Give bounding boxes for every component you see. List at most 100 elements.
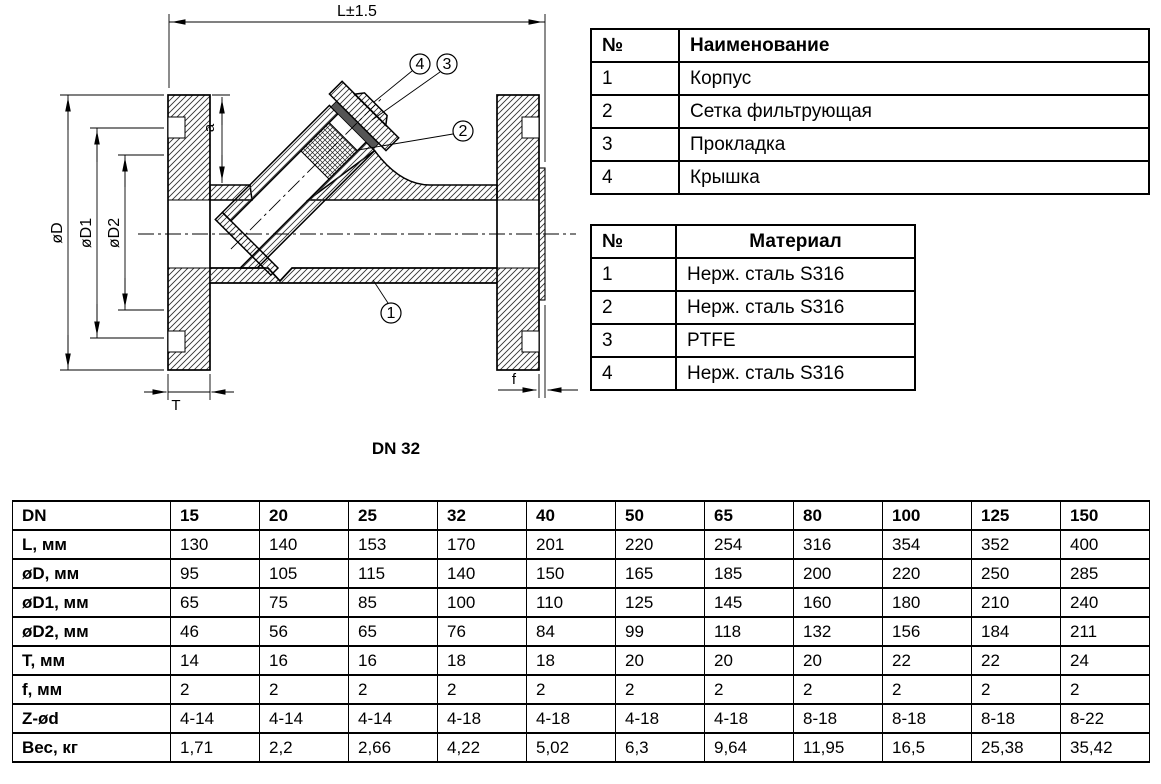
value-cell: 8-18 — [971, 703, 1061, 734]
dim-label-D: øD — [49, 222, 66, 243]
value-cell: 110 — [526, 587, 616, 618]
value-cell: 8-18 — [793, 703, 883, 734]
value-cell: 2 — [1060, 674, 1150, 705]
dimension-D: øD — [49, 94, 164, 371]
value-cell: 99 — [615, 616, 705, 647]
technical-drawing: L±1.5 øD øD1 øD2 — [49, 3, 578, 414]
value-cell: Сетка фильтрующая — [678, 94, 1150, 129]
value-cell: 16,5 — [882, 732, 972, 763]
value-cell: 165 — [615, 558, 705, 589]
value-cell: 20 — [704, 645, 794, 676]
branch-centerline — [230, 96, 384, 250]
value-cell: 180 — [882, 587, 972, 618]
bolt-hole — [521, 116, 540, 139]
value-cell: 4-18 — [615, 703, 705, 734]
value-cell: 65 — [348, 616, 438, 647]
value-cell: 5,02 — [526, 732, 616, 763]
value-cell: 140 — [259, 529, 349, 560]
value-cell: Крышка — [678, 160, 1150, 195]
value-cell: 16 — [348, 645, 438, 676]
value-cell: 4-18 — [437, 703, 527, 734]
dimension-D2: øD2 — [106, 154, 164, 311]
value-cell: 8-22 — [1060, 703, 1150, 734]
bolt-hole — [167, 330, 186, 353]
value-cell: 2 — [437, 674, 527, 705]
column-header: Материал — [675, 224, 916, 259]
value-cell: 9,64 — [704, 732, 794, 763]
value-cell: 4-14 — [170, 703, 260, 734]
value-cell: 6,3 — [615, 732, 705, 763]
value-cell: 400 — [1060, 529, 1150, 560]
row-label-cell: f, мм — [12, 674, 171, 705]
value-cell: 254 — [704, 529, 794, 560]
column-header: 65 — [704, 500, 794, 531]
column-header: 20 — [259, 500, 349, 531]
value-cell: 4-14 — [348, 703, 438, 734]
value-cell: 145 — [704, 587, 794, 618]
dimension-D1: øD1 — [78, 127, 164, 339]
value-cell: 2,2 — [259, 732, 349, 763]
row-label-cell: 3 — [590, 127, 680, 162]
value-cell: 95 — [170, 558, 260, 589]
dim-label-L: L±1.5 — [337, 3, 377, 20]
value-cell: 84 — [526, 616, 616, 647]
dim-label-T: T — [171, 397, 180, 414]
value-cell: 4-18 — [526, 703, 616, 734]
value-cell: 2 — [793, 674, 883, 705]
value-cell: PTFE — [675, 323, 916, 358]
value-cell: 2 — [348, 674, 438, 705]
column-header: 125 — [971, 500, 1061, 531]
value-cell: 316 — [793, 529, 883, 560]
row-label-cell: 2 — [590, 94, 680, 129]
value-cell: 2,66 — [348, 732, 438, 763]
drawing-caption: DN 32 — [371, 439, 421, 458]
callout-2: 2 — [357, 120, 474, 151]
value-cell: 184 — [971, 616, 1061, 647]
value-cell: 22 — [882, 645, 972, 676]
dim-label-D2: øD2 — [106, 218, 123, 248]
strainer-body — [209, 104, 498, 284]
bolt-hole — [521, 330, 540, 353]
value-cell: 8-18 — [882, 703, 972, 734]
value-cell: 100 — [437, 587, 527, 618]
value-cell: 46 — [170, 616, 260, 647]
value-cell: 185 — [704, 558, 794, 589]
bolt-hole — [167, 116, 186, 139]
value-cell: 11,95 — [793, 732, 883, 763]
svg-text:3: 3 — [443, 56, 452, 73]
value-cell: 160 — [793, 587, 883, 618]
value-cell: 105 — [259, 558, 349, 589]
row-label-cell: øD1, мм — [12, 587, 171, 618]
row-label-cell: 4 — [590, 160, 680, 195]
value-cell: 285 — [1060, 558, 1150, 589]
dimension-a: a — [201, 94, 230, 183]
svg-text:1: 1 — [387, 305, 396, 322]
column-header: 50 — [615, 500, 705, 531]
value-cell: 200 — [793, 558, 883, 589]
value-cell: Нерж. сталь S316 — [675, 356, 916, 391]
value-cell: Прокладка — [678, 127, 1150, 162]
value-cell: 132 — [793, 616, 883, 647]
value-cell: Нерж. сталь S316 — [675, 290, 916, 325]
value-cell: 4-18 — [704, 703, 794, 734]
value-cell: 25,38 — [971, 732, 1061, 763]
row-label-cell: 3 — [590, 323, 677, 358]
value-cell: 18 — [437, 645, 527, 676]
value-cell: 240 — [1060, 587, 1150, 618]
left-flange — [167, 94, 211, 371]
